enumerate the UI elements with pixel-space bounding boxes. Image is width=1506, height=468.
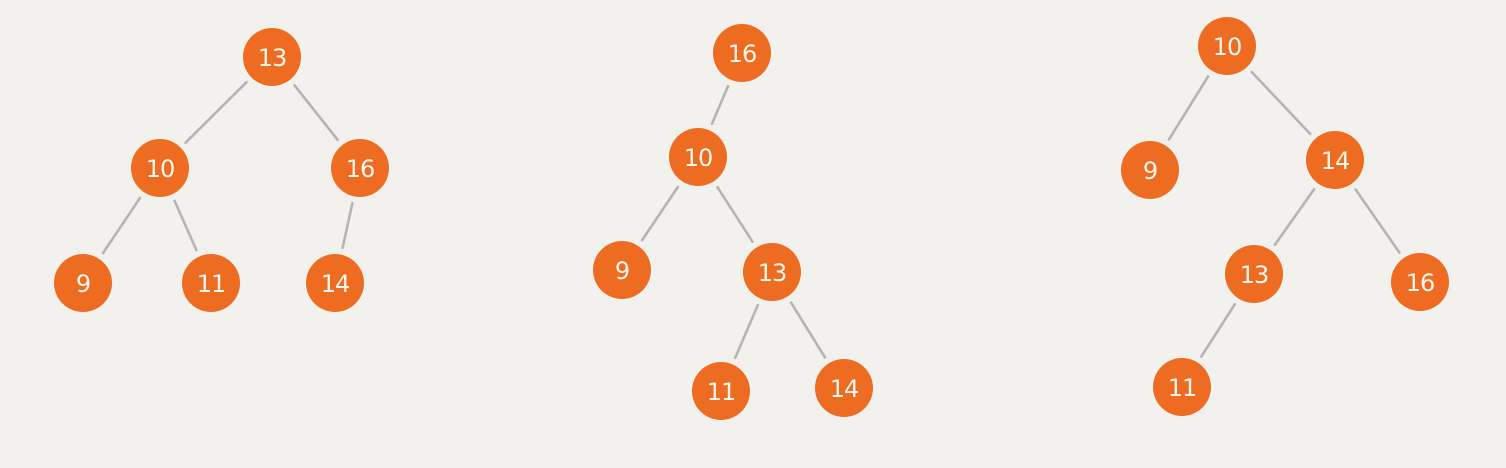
node-label: 10 [1213,33,1242,61]
tree-2-node-16: 16 [713,24,771,82]
tree-1-edge-t1-10-to-t1-9 [101,196,142,255]
tree-3-edge-t3-14-to-t3-16 [1354,188,1401,254]
tree-2-node-11: 11 [692,362,750,420]
tree-1-edge-t1-16-to-t1-14 [341,201,354,250]
tree-1-node-16: 16 [331,139,389,197]
tree-2-node-13: 13 [743,243,801,301]
node-label: 11 [197,270,226,298]
tree-3-node-16: 16 [1391,253,1449,311]
node-circle [182,254,240,312]
tree-1-node-13: 13 [243,28,301,86]
node-circle [1153,358,1211,416]
tree-1-edge-t1-13-to-t1-10 [184,81,248,144]
node-circle [54,254,112,312]
tree-2-edge-t2-10-to-t2-13 [716,186,754,243]
tree-3-node-13: 13 [1225,245,1283,303]
node-circle [306,254,364,312]
node-label: 10 [684,144,713,172]
tree-1-node-11: 11 [182,254,240,312]
node-circle [692,362,750,420]
tree-1-node-10: 10 [131,139,189,197]
tree-2-node-14: 14 [815,359,873,417]
nodes-layer: 13 10 16 9 11 14 16 10 9 13 11 14 10 9 14 13 16 11 [54,17,1449,420]
node-circle [743,243,801,301]
tree-2-edge-t2-13-to-t2-11 [733,303,760,360]
tree-3-edge-t3-14-to-t3-13 [1273,188,1316,246]
node-label: 11 [707,378,736,406]
tree-3-node-9: 9 [1121,141,1179,199]
node-label: 16 [1406,269,1435,297]
tree-1-node-14: 14 [306,254,364,312]
tree-1-edge-t1-13-to-t1-16 [293,83,339,142]
node-circle [1391,253,1449,311]
tree-1-edge-t1-10-to-t1-11 [173,199,198,252]
node-label: 13 [1240,261,1269,289]
tree-2-edge-t2-10-to-t2-9 [640,185,680,242]
tree-2-edge-t2-16-to-t2-10 [710,84,730,126]
tree-3-edge-t3-10-to-t3-9 [1167,75,1210,141]
tree-2-node-10: 10 [669,128,727,186]
node-circle [243,28,301,86]
tree-3-node-14: 14 [1306,131,1364,189]
edges-layer [101,70,1401,360]
tree-1-node-9: 9 [54,254,112,312]
node-label: 14 [830,375,859,403]
node-circle [331,139,389,197]
node-label: 16 [728,40,757,68]
node-label: 16 [346,155,375,183]
tree-3-edge-t3-10-to-t3-14 [1250,70,1312,136]
node-circle [713,24,771,82]
node-circle [669,128,727,186]
tree-3-edge-t3-13-to-t3-11 [1200,303,1236,358]
tree-3-node-10: 10 [1198,17,1256,75]
node-circle [1225,245,1283,303]
node-label: 14 [1321,147,1350,175]
node-label: 9 [76,270,90,298]
tree-2-edge-t2-13-to-t2-14 [789,301,827,359]
node-label: 9 [615,257,629,285]
node-label: 14 [321,270,350,298]
node-circle [1306,131,1364,189]
node-circle [815,359,873,417]
node-circle [1198,17,1256,75]
node-label: 13 [258,44,287,72]
node-circle [131,139,189,197]
node-label: 11 [1168,374,1197,402]
tree-3-node-11: 11 [1153,358,1211,416]
node-label: 9 [1143,157,1157,185]
node-label: 10 [146,155,175,183]
node-circle [1121,141,1179,199]
node-circle [593,241,651,299]
tree-2-node-9: 9 [593,241,651,299]
node-label: 13 [758,259,787,287]
